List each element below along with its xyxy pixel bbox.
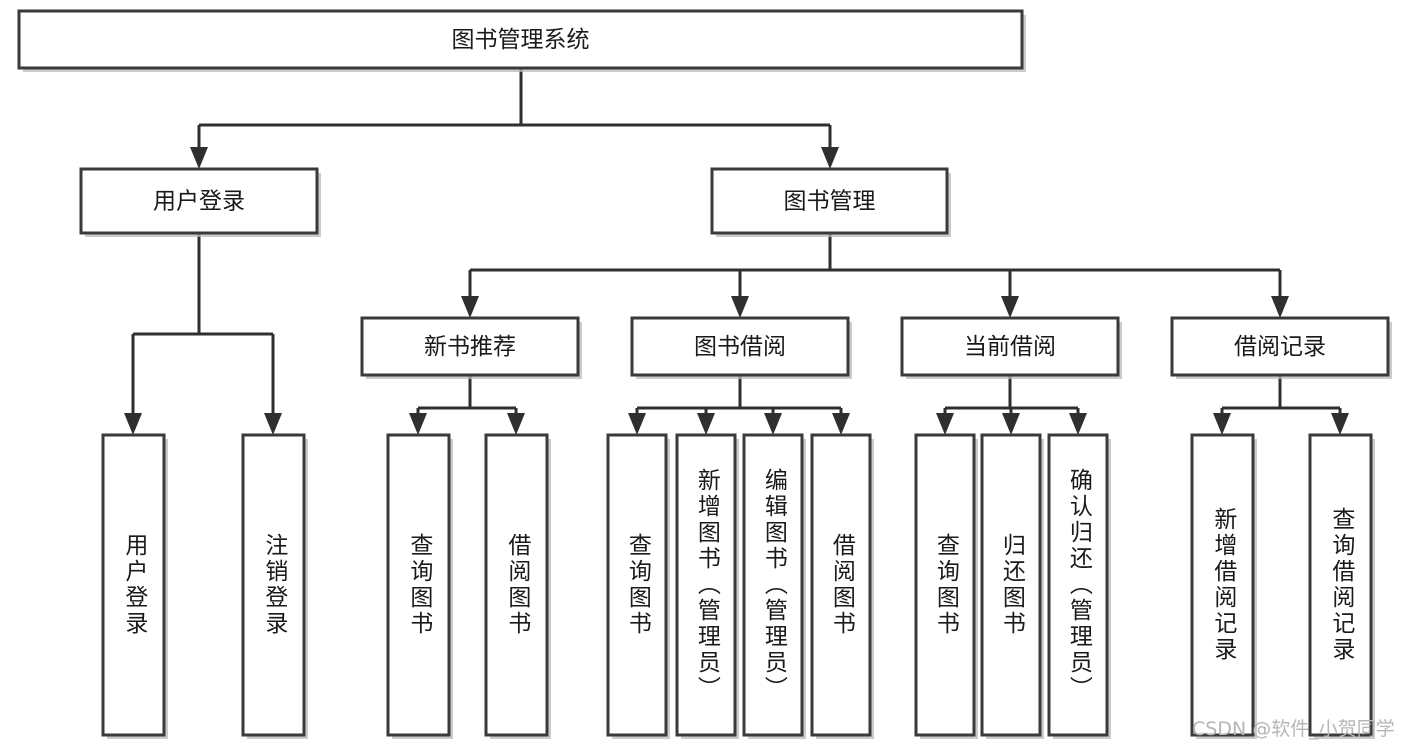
node-leaf-leaf-query-book-rec[interactable]: [386, 433, 451, 737]
arrow-head-icon: [764, 413, 782, 435]
node-root-root[interactable]: [17, 9, 1024, 70]
node-leaf-leaf-edit-book-admin[interactable]: [742, 433, 804, 737]
arrow-head-icon: [190, 147, 208, 169]
node-level3-book-borrow[interactable]: [630, 316, 850, 377]
arrow-head-icon: [409, 413, 427, 435]
node-level3-new-book-recommend[interactable]: [360, 316, 580, 377]
arrow-head-icon: [1213, 413, 1231, 435]
node-leaf-leaf-query-book-brw[interactable]: [606, 433, 668, 737]
node-leaf-leaf-add-borrow-record[interactable]: [1190, 433, 1255, 737]
node-level3-borrow-record[interactable]: [1170, 316, 1390, 377]
arrow-head-icon: [1069, 413, 1087, 435]
arrow-head-icon: [507, 413, 525, 435]
node-leaf-leaf-borrow-book-rec[interactable]: [484, 433, 549, 737]
arrow-head-icon: [1271, 296, 1289, 318]
node-leaf-leaf-query-borrow-record[interactable]: [1308, 433, 1373, 737]
node-label-new-book-recommend: 新书推荐: [424, 334, 516, 360]
node-leaf-leaf-query-book-cur[interactable]: [914, 433, 976, 737]
connector-layer: [124, 68, 1349, 435]
node-leaf-leaf-confirm-return-admin[interactable]: [1047, 433, 1109, 737]
node-leaf-leaf-user-login[interactable]: [101, 433, 166, 737]
arrow-head-icon: [264, 413, 282, 435]
node-label-user-login: 用户登录: [153, 189, 245, 215]
arrow-head-icon: [124, 413, 142, 435]
node-label-root: 图书管理系统: [452, 27, 590, 53]
arrow-head-icon: [1002, 413, 1020, 435]
node-label-book-management: 图书管理: [784, 189, 876, 215]
arrow-head-icon: [1331, 413, 1349, 435]
node-level2-book-management[interactable]: [710, 167, 949, 235]
node-box-layer: [17, 9, 1392, 739]
arrow-head-icon: [832, 413, 850, 435]
arrow-head-icon: [821, 147, 839, 169]
arrow-head-icon: [1001, 296, 1019, 318]
node-level2-user-login[interactable]: [79, 167, 319, 235]
node-leaf-leaf-logout[interactable]: [241, 433, 306, 737]
arrow-head-icon: [628, 413, 646, 435]
arrow-head-icon: [697, 413, 715, 435]
node-leaf-leaf-return-book[interactable]: [980, 433, 1042, 737]
node-label-current-borrow: 当前借阅: [964, 334, 1056, 360]
arrow-head-icon: [936, 413, 954, 435]
node-leaf-leaf-add-book-admin[interactable]: [675, 433, 737, 737]
arrow-head-icon: [731, 296, 749, 318]
node-label-book-borrow: 图书借阅: [694, 334, 786, 360]
arrow-head-icon: [461, 296, 479, 318]
node-leaf-leaf-borrow-book-brw[interactable]: [810, 433, 872, 737]
node-label-borrow-record: 借阅记录: [1234, 334, 1326, 360]
node-level3-current-borrow[interactable]: [900, 316, 1120, 377]
